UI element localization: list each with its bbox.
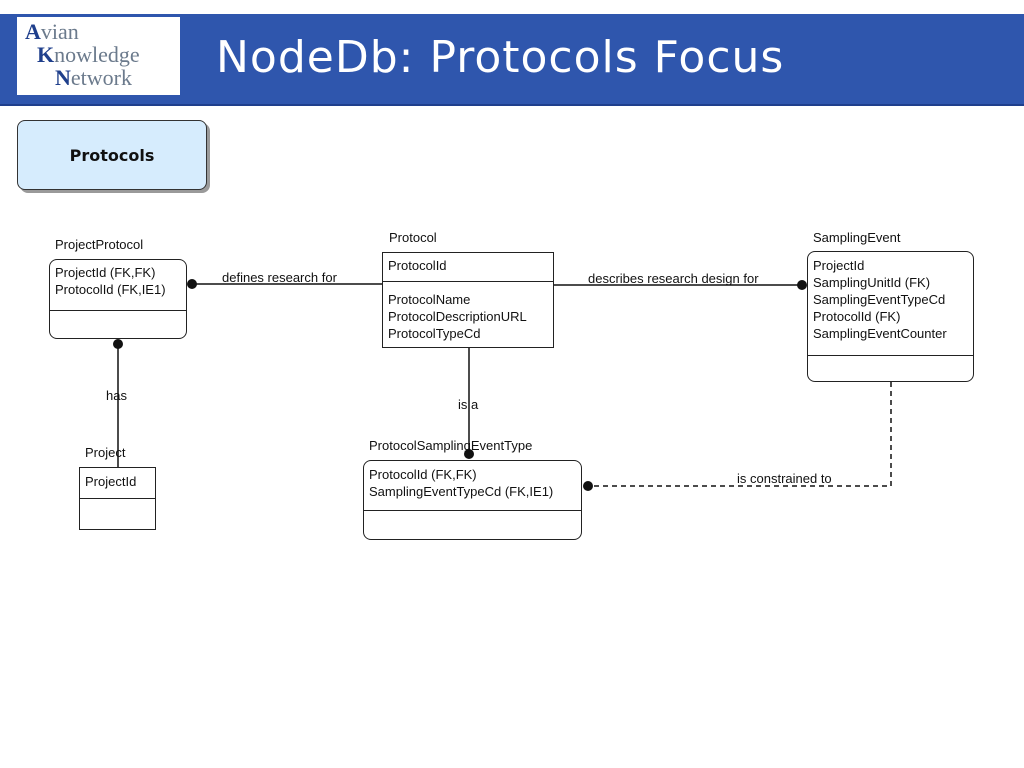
constrained-endpoint-dot bbox=[583, 481, 593, 491]
protocol-attr-2: ProtocolTypeCd bbox=[388, 326, 481, 341]
project-entity: ProjectId bbox=[79, 467, 156, 530]
sampling-event-key-1: SamplingUnitId (FK) bbox=[813, 275, 931, 290]
has-relationship-label: has bbox=[106, 388, 127, 403]
project-protocol-key-1: ProtocolId (FK,IE1) bbox=[55, 282, 166, 297]
defines-endpoint-dot bbox=[187, 279, 197, 289]
protocol-sampling-event-type-entity: ProtocolId (FK,FK) SamplingEventTypeCd (… bbox=[363, 460, 582, 540]
sampling-event-entity: ProjectId SamplingUnitId (FK) SamplingEv… bbox=[807, 251, 974, 382]
protocol-attr-1: ProtocolDescriptionURL bbox=[388, 309, 527, 324]
sampling-event-title: SamplingEvent bbox=[813, 230, 901, 245]
project-protocol-title: ProjectProtocol bbox=[55, 237, 144, 252]
sampling-event-key-4: SamplingEventCounter bbox=[813, 326, 947, 341]
project-key-section: ProjectId bbox=[80, 468, 155, 499]
sampling-event-key-0: ProjectId bbox=[813, 258, 865, 273]
protocols-focus-box: Protocols bbox=[17, 120, 207, 190]
protocol-sampling-event-type-key-0: ProtocolId (FK,FK) bbox=[369, 467, 477, 482]
focus-label: Protocols bbox=[69, 145, 155, 165]
protocol-key-section: ProtocolId bbox=[383, 253, 553, 282]
is-a-endpoint-dot bbox=[464, 449, 474, 459]
defines-relationship-label: defines research for bbox=[222, 270, 337, 285]
protocol-sampling-event-type-title: ProtocolSamplingEventType bbox=[369, 438, 533, 453]
project-protocol-entity: ProjectId (FK,FK) ProtocolId (FK,IE1) bbox=[49, 259, 187, 339]
sampling-event-key-3: ProtocolId (FK) bbox=[813, 309, 901, 324]
protocol-attr-0: ProtocolName bbox=[388, 292, 471, 307]
page-title: NodeDb: Protocols Focus bbox=[216, 32, 785, 83]
constrained-relationship-label: is constrained to bbox=[737, 471, 832, 486]
has-endpoint-dot bbox=[113, 339, 123, 349]
describes-relationship-label: describes research design for bbox=[588, 271, 759, 286]
sampling-event-key-section: ProjectId SamplingUnitId (FK) SamplingEv… bbox=[808, 252, 973, 356]
protocol-key-0: ProtocolId bbox=[388, 258, 447, 273]
project-title: Project bbox=[85, 445, 126, 460]
project-key-0: ProjectId bbox=[85, 474, 137, 489]
header-divider bbox=[0, 104, 1024, 106]
project-protocol-key-section: ProjectId (FK,FK) ProtocolId (FK,IE1) bbox=[50, 260, 186, 311]
is-a-relationship-label: is a bbox=[458, 397, 479, 412]
sampling-event-key-2: SamplingEventTypeCd bbox=[813, 292, 946, 307]
describes-endpoint-dot bbox=[797, 280, 807, 290]
protocol-title: Protocol bbox=[389, 230, 437, 245]
project-protocol-key-0: ProjectId (FK,FK) bbox=[55, 265, 156, 280]
avian-knowledge-network-logo: Avian Knowledge Network bbox=[17, 17, 180, 95]
protocol-sampling-event-type-key-1: SamplingEventTypeCd (FK,IE1) bbox=[369, 484, 554, 499]
protocol-sampling-event-type-key-section: ProtocolId (FK,FK) SamplingEventTypeCd (… bbox=[364, 461, 581, 511]
constrained-connector-line bbox=[588, 382, 892, 487]
protocol-entity: ProtocolId ProtocolName ProtocolDescript… bbox=[382, 252, 554, 348]
